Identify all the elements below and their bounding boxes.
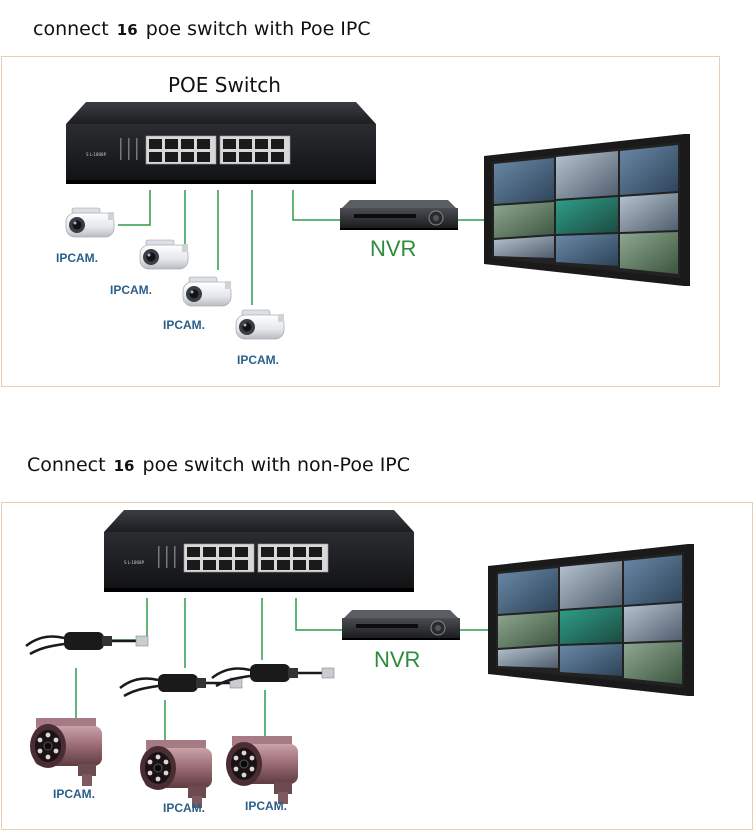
diagram1-connectors (118, 190, 487, 305)
diagram2-nvr-label: NVR (374, 647, 420, 672)
diagram2-ipcam-label-1: IPCAM. (53, 787, 95, 801)
diagram1-title-number: 16 (116, 21, 138, 39)
diagram1-ipcam-label-4: IPCAM. (237, 353, 279, 367)
diagram1-link-cam1 (118, 190, 151, 226)
diagram2-video-wall (488, 544, 694, 696)
diagram1-switch-label: POE Switch (168, 73, 281, 97)
diagram1-title-text-a: connect (33, 18, 109, 40)
diagram2-connectors (75, 598, 490, 745)
diagram2-title-text-c: poe switch with non-Poe IPC (142, 454, 411, 476)
diagram1-ipcam-label-2: IPCAM. (110, 283, 152, 297)
diagram1-ipcam-label-1: IPCAM. (56, 251, 98, 265)
diagram1-nvr-label: NVR (370, 236, 416, 261)
diagram2-ipcam-label-3: IPCAM. (245, 799, 287, 813)
diagram2-ipcam-2 (139, 739, 213, 809)
diagram2-link-nvr (295, 598, 346, 631)
diagram2-poe-switch (103, 509, 415, 593)
diagram1-title: connect 16 poe switch with Poe IPC (33, 18, 371, 40)
diagram2-nvr-device (341, 609, 461, 641)
diagram2-ipcam-3 (225, 735, 299, 805)
diagram2-poe-splitter-2 (118, 672, 244, 698)
diagram1-ipcam-4 (235, 309, 285, 340)
diagram2-title-text-a: Connect (27, 454, 106, 476)
diagram2-poe-splitter-1 (24, 630, 150, 656)
diagram1-ipcam-1 (65, 207, 115, 238)
diagram1-ipcam-label-3: IPCAM. (163, 318, 205, 332)
diagram1-ipcam-3 (182, 276, 232, 307)
diagram1-video-wall (484, 134, 690, 286)
diagram2-ipcam-1 (29, 717, 103, 787)
diagram2-ipcam-label-2: IPCAM. (163, 801, 205, 815)
diagram1-poe-switch (65, 101, 377, 185)
diagram1-ipcam-2 (139, 239, 189, 270)
diagram1-link-nvr (292, 190, 344, 221)
diagram1-title-text-c: poe switch with Poe IPC (145, 18, 371, 40)
diagram1-nvr-device (339, 199, 459, 231)
diagram2-title: Connect 16 poe switch with non-Poe IPC (27, 454, 410, 476)
diagram2-title-number: 16 (113, 457, 135, 475)
diagram2-link-splitter1 (112, 598, 148, 641)
